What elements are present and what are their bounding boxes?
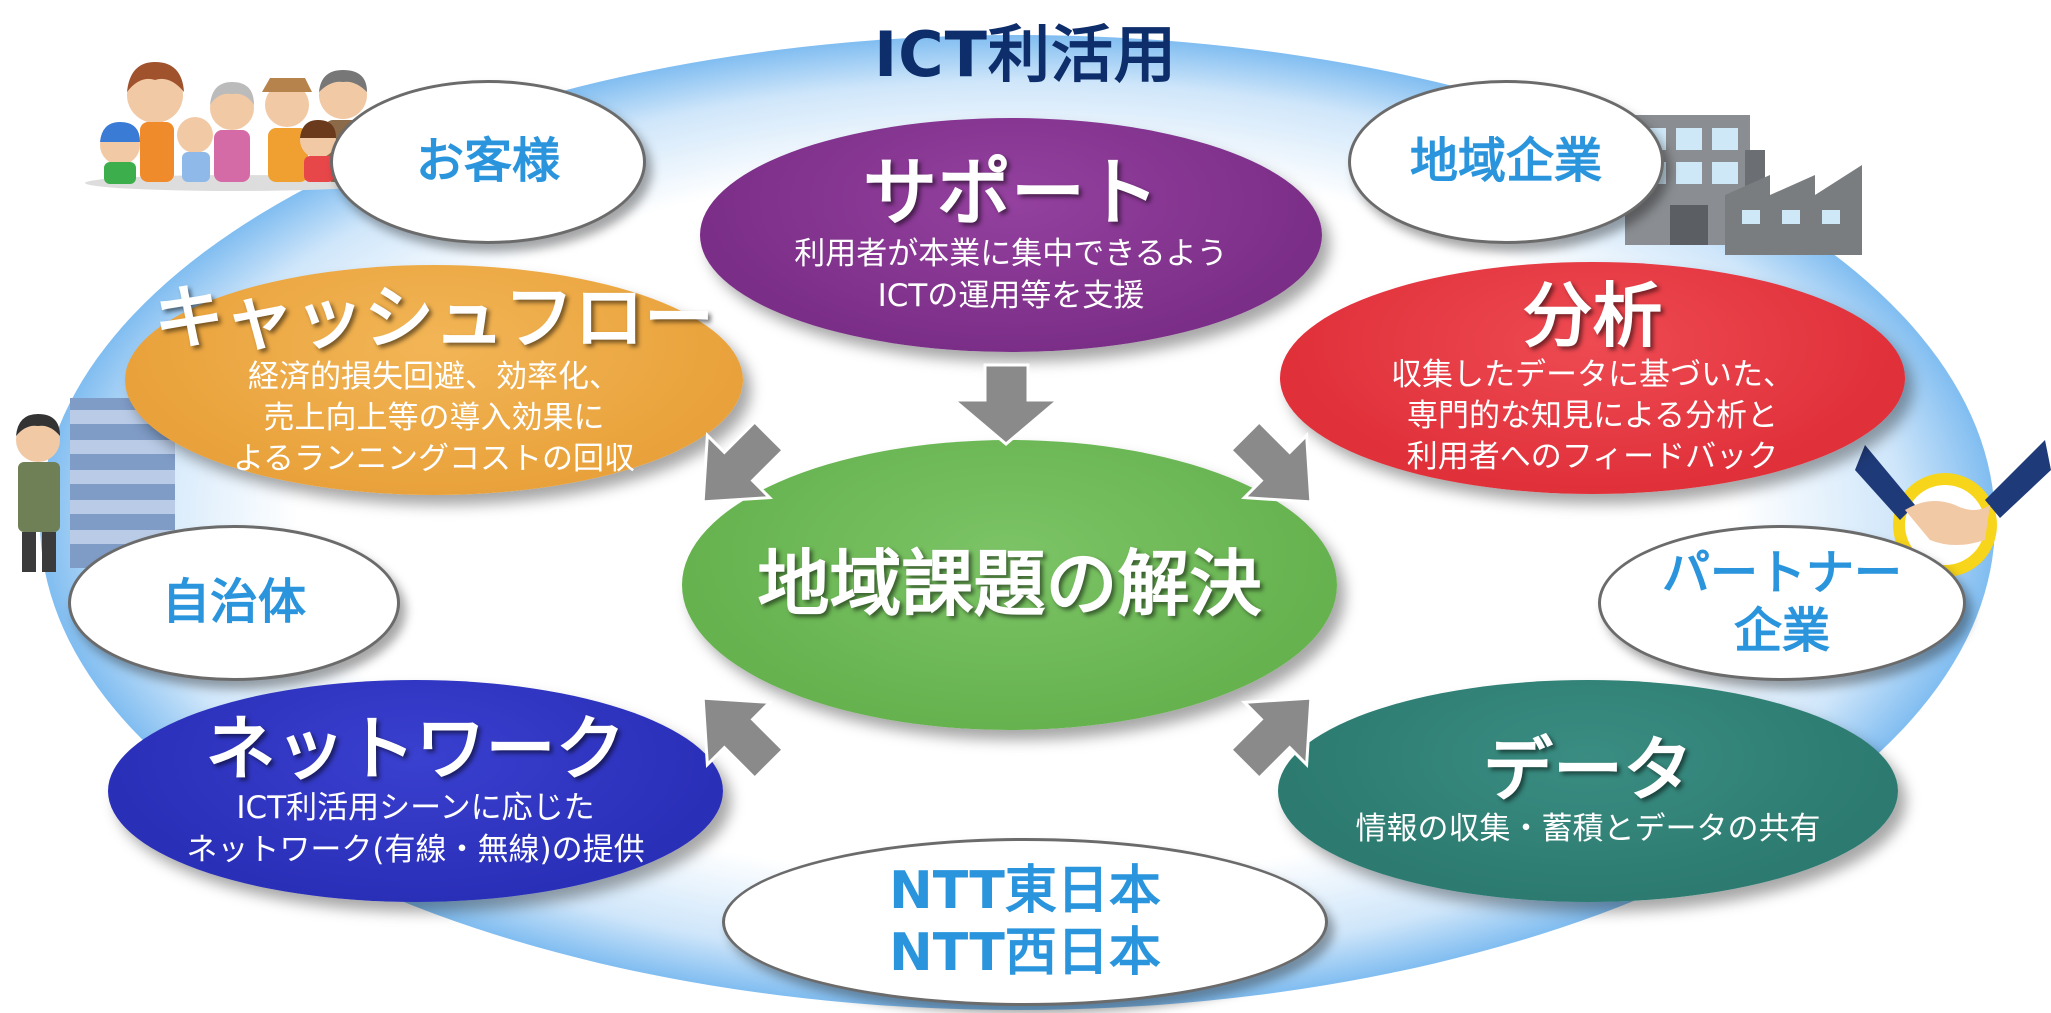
partner-label-line2: 企業 [1733, 603, 1830, 659]
analysis-line-3: 利用者へのフィードバック [1406, 439, 1779, 476]
municipality-pill: 自治体 [68, 525, 400, 681]
analysis-block: 分析 収集したデータに基づいた、 専門的な知見による分析と 利用者へのフィードバ… [1280, 262, 1905, 494]
regional-companies-label: 地域企業 [1409, 133, 1602, 190]
customers-label: お客様 [415, 133, 560, 190]
support-block: サポート 利用者が本業に集中できるよう ICTの運用等を支援 [700, 118, 1322, 352]
network-line-1: ICT利活用シーンに応じた [236, 790, 595, 827]
network-block: ネットワーク ICT利活用シーンに応じた ネットワーク(有線・無線)の提供 [108, 680, 723, 902]
cashflow-line-1: 経済的損失回避、効率化、 [248, 358, 620, 395]
center-goal-block: 地域課題の解決 [682, 440, 1337, 730]
diagram-title: ICT利活用 [874, 18, 1177, 91]
support-line-2: ICTの運用等を支援 [877, 277, 1145, 314]
cashflow-block: キャッシュフロー 経済的損失回避、効率化、 売上向上等の導入効果に よるランニン… [125, 265, 743, 495]
partner-companies-pill: パートナー 企業 [1598, 525, 1966, 681]
center-goal-heading: 地域課題の解決 [757, 542, 1262, 627]
data-heading: データ [1483, 728, 1693, 811]
support-heading: サポート [863, 150, 1159, 237]
support-line-1: 利用者が本業に集中できるよう [794, 236, 1228, 273]
municipality-label: 自治体 [161, 574, 306, 631]
network-heading: ネットワーク [205, 708, 626, 791]
analysis-heading: 分析 [1522, 274, 1663, 357]
arrow-from-analysis [1228, 419, 1313, 504]
arrow-down-from-support [949, 363, 1063, 446]
arrow-from-data [1228, 696, 1313, 781]
cashflow-heading: キャッシュフロー [154, 276, 714, 359]
analysis-line-1: 収集したデータに基づいた、 [1391, 356, 1794, 393]
customers-pill: お客様 [330, 80, 646, 244]
ntt-pill: NTT東日本 NTT西日本 [722, 838, 1328, 1006]
data-block: データ 情報の収集・蓄積とデータの共有 [1278, 680, 1898, 902]
data-line-1: 情報の収集・蓄積とデータの共有 [1355, 810, 1821, 847]
arrow-from-cashflow [701, 419, 786, 504]
family-illustration-icon [85, 62, 385, 191]
ntt-east-label: NTT東日本 [889, 860, 1161, 921]
regional-companies-pill: 地域企業 [1348, 80, 1664, 244]
ntt-west-label: NTT西日本 [889, 923, 1161, 983]
partner-label-line1: パートナー [1661, 545, 1902, 602]
analysis-line-2: 専門的な知見による分析と [1406, 397, 1779, 434]
cashflow-line-3: よるランニングコストの回収 [232, 441, 636, 478]
arrow-from-network [701, 696, 786, 781]
network-line-2: ネットワーク(有線・無線)の提供 [186, 831, 645, 868]
cashflow-line-2: 売上向上等の導入効果に [263, 399, 605, 436]
